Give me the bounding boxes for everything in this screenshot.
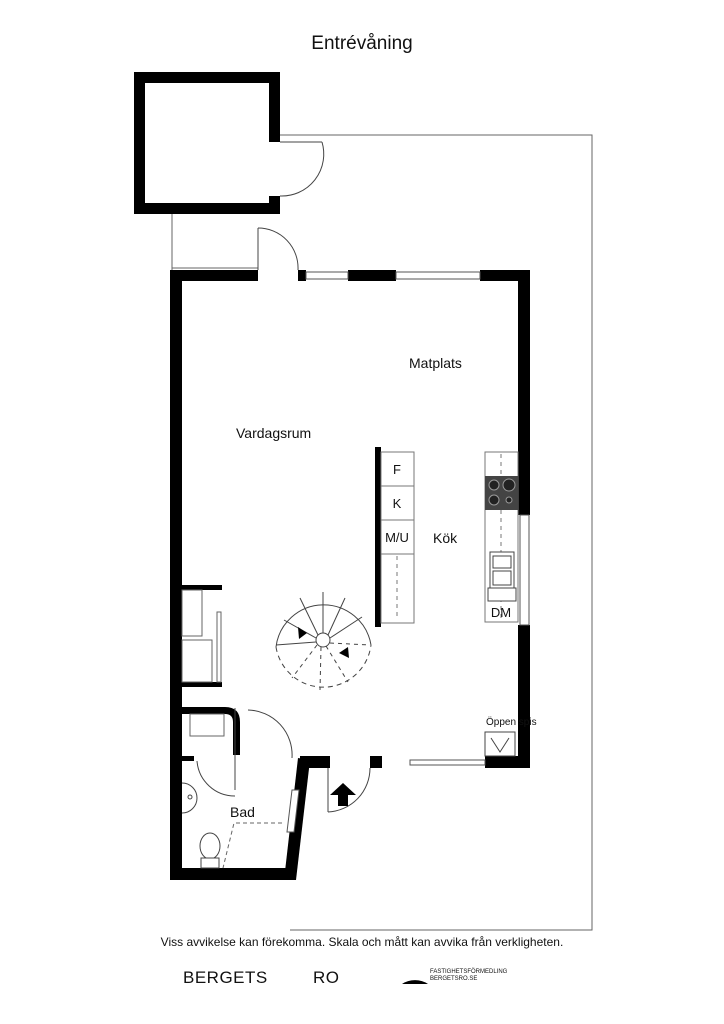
appliance-label-dishwasher: DM: [491, 605, 511, 620]
room-label-matplats: Matplats: [409, 355, 462, 371]
logo-half-circle-icon: [402, 980, 428, 984]
room-label-bad: Bad: [230, 804, 255, 820]
logo-tagline-line-2: BERGETSRO.SE: [430, 976, 478, 982]
fireplace-icon: [484, 731, 516, 757]
logo-ro: RO: [313, 968, 340, 987]
logo-tagline: FASTIGHETSFÖRMEDLING BERGETSRO.SE: [430, 969, 507, 983]
appliance-label-freezer: K: [393, 496, 402, 511]
exterior-walls: [170, 270, 530, 880]
sink-icon: [487, 551, 517, 602]
terrace-door: [257, 227, 299, 271]
interior-walls: [182, 447, 381, 761]
entrance-arrow-icon: [330, 783, 356, 806]
spiral-staircase: [275, 592, 372, 691]
washbasin-icon: [181, 782, 198, 814]
stove-icon: [485, 476, 518, 510]
stair-arrow-icon: [339, 647, 349, 658]
logo-bergets: BERGETS: [183, 968, 268, 987]
appliance-label-fridge: F: [393, 462, 401, 477]
shower-area: [222, 822, 282, 869]
appliance-label-microwave: M/U: [385, 530, 409, 545]
kitchen-cabinets-left: [380, 451, 415, 624]
front-door: [327, 767, 371, 813]
windows: [286, 271, 530, 833]
disclaimer-text: Viss avvikelse kan förekomma. Skala och …: [160, 935, 564, 949]
shed: [134, 72, 280, 214]
label-oppen-spis: Öppen spis: [486, 716, 537, 728]
shed-door: [279, 141, 325, 197]
toilet-icon: [199, 832, 221, 869]
room-label-vardagsrum: Vardagsrum: [236, 425, 311, 441]
plot-outline: [171, 134, 593, 931]
stair-arrow-icon: [298, 627, 307, 639]
plan-title: Entrévåning: [311, 33, 413, 54]
room-label-kok: Kök: [433, 530, 458, 546]
bathroom-door: [196, 708, 293, 797]
closets: [181, 589, 225, 737]
logo-tagline-line-1: FASTIGHETSFÖRMEDLING: [430, 969, 508, 975]
